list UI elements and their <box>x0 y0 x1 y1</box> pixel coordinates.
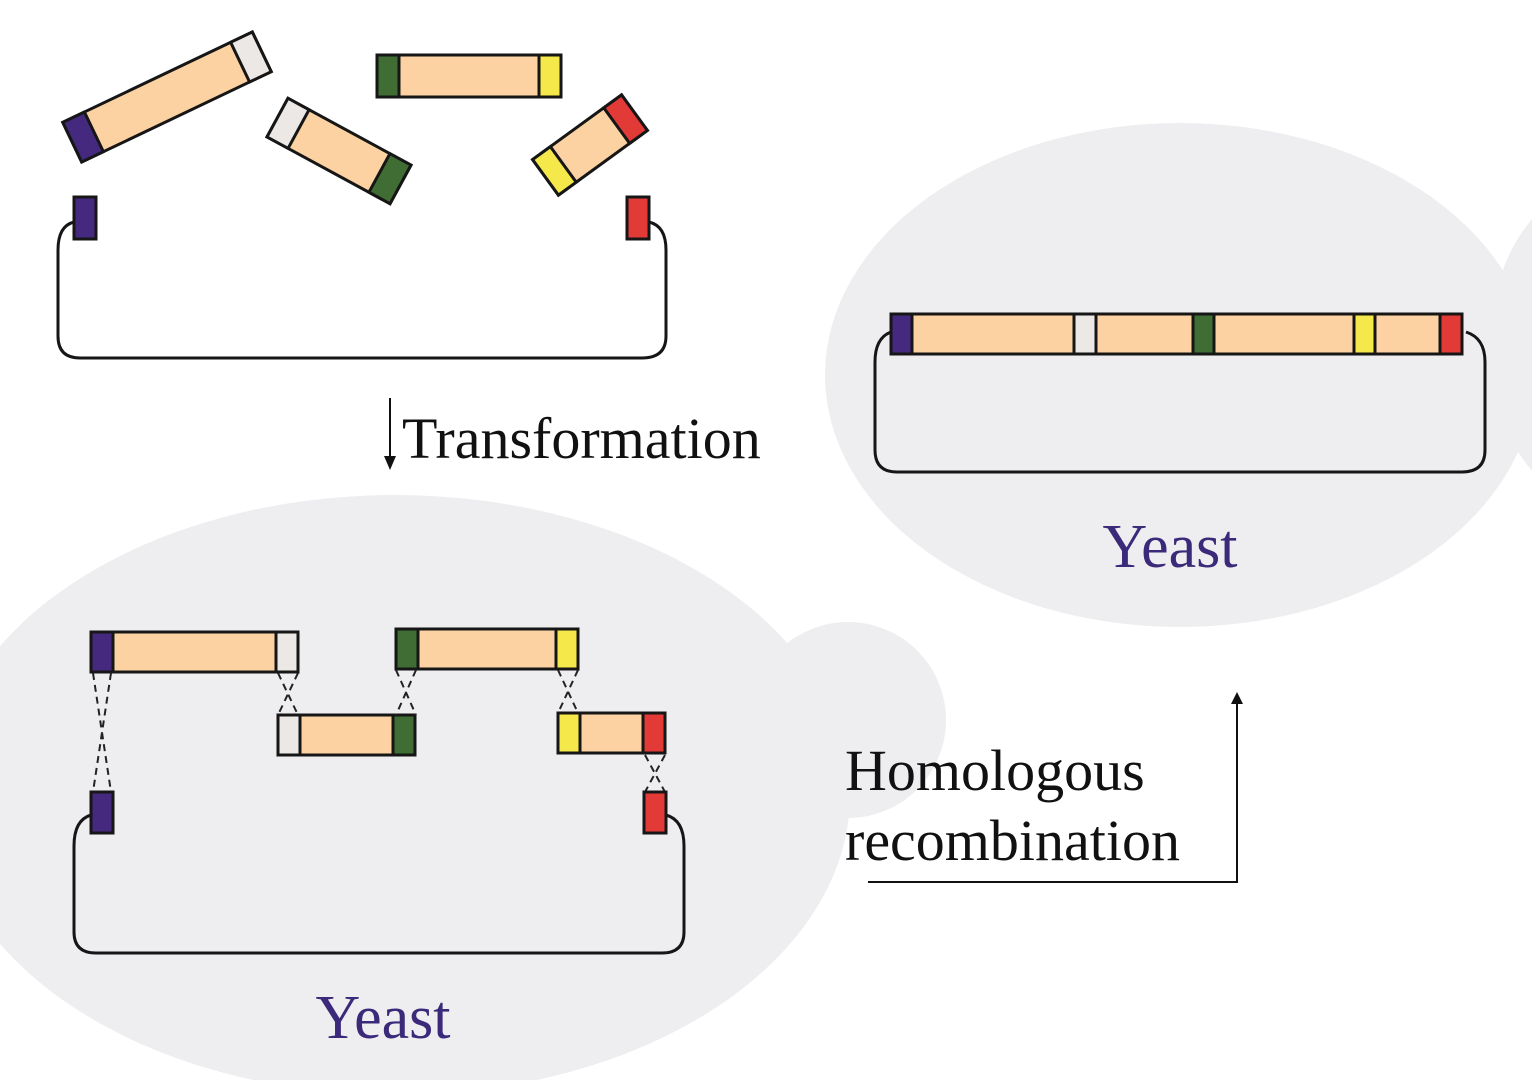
vector-end-red <box>642 790 668 835</box>
construct-end-yellow <box>1352 312 1377 356</box>
end-green <box>394 627 420 671</box>
end-white <box>276 713 302 757</box>
vector-backbone <box>72 813 686 955</box>
yeast-cell-top-right <box>825 123 1532 627</box>
vector-end-red <box>625 195 651 241</box>
fragment-4 <box>530 92 650 198</box>
fragment-2 <box>264 96 414 206</box>
fragment-3 <box>375 53 563 99</box>
vector-backbone <box>56 220 668 360</box>
assembled-plasmid <box>873 312 1487 474</box>
crossover-yellow <box>557 669 579 714</box>
yeast-label-top-right: Yeast <box>1103 513 1238 581</box>
elbow-arrow-line <box>868 700 1238 883</box>
yeast-bud <box>750 622 946 818</box>
construct-end-blue <box>889 312 914 356</box>
aligned-fragment-3 <box>394 627 580 671</box>
aligned-fragments <box>89 627 667 757</box>
construct-insert <box>1094 312 1195 356</box>
vector-end-blue <box>89 790 115 835</box>
linear-vector-top <box>56 195 668 360</box>
end-green <box>366 151 414 206</box>
end-red <box>641 711 667 755</box>
up-arrow-icon <box>1231 692 1243 704</box>
insert-body <box>375 53 563 99</box>
end-yellow <box>556 711 582 755</box>
plasmid-backbone <box>873 330 1487 474</box>
end-yellow <box>530 144 579 198</box>
end-green <box>391 713 417 757</box>
vector-end-blue <box>72 195 98 241</box>
end-white <box>228 29 274 84</box>
end-white <box>264 96 312 151</box>
aligned-fragment-2 <box>276 713 417 757</box>
crossover-green <box>395 669 417 716</box>
aligned-fragment-1 <box>89 630 300 674</box>
end-white <box>274 630 300 674</box>
yeast-cell-bottom-left <box>0 495 946 1080</box>
fragment-1 <box>60 29 274 165</box>
homologous-label: Homologous <box>845 738 1145 803</box>
yeast-label-bottom: Yeast <box>316 984 451 1052</box>
construct-end-green <box>1191 312 1216 356</box>
yeast-cell-body <box>825 123 1532 627</box>
yeast-bud <box>1490 219 1532 471</box>
transformation-step: Transformation <box>384 398 761 471</box>
down-arrow-icon <box>384 456 396 470</box>
end-green <box>375 53 401 99</box>
recombination-step: Homologous recombination <box>845 692 1243 883</box>
end-yellow <box>554 627 580 671</box>
crossover-lines <box>92 669 666 793</box>
construct-insert <box>1373 312 1442 356</box>
construct-end-red <box>1438 312 1464 356</box>
construct-insert <box>910 312 1076 356</box>
linear-vector-in-yeast <box>72 790 686 955</box>
end-blue <box>89 630 115 674</box>
end-blue <box>60 110 106 165</box>
transformation-label: Transformation <box>402 406 761 471</box>
insert-body <box>89 630 300 674</box>
end-red <box>601 92 650 146</box>
construct-end-white <box>1072 312 1098 356</box>
end-yellow <box>537 53 563 99</box>
insert-body <box>394 627 580 671</box>
crossover-white <box>277 672 299 716</box>
free-fragments <box>60 29 650 206</box>
assembled-construct <box>889 312 1464 356</box>
recombination-label: recombination <box>845 808 1180 873</box>
crossover-blue <box>92 672 112 793</box>
aligned-fragment-4 <box>556 711 667 755</box>
construct-insert <box>1212 312 1356 356</box>
